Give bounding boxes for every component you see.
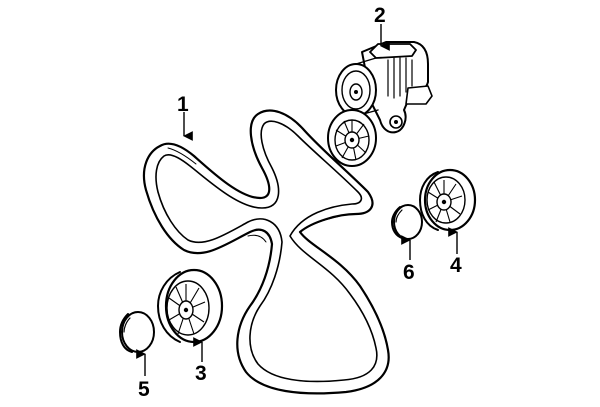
belt-tensioner[interactable] [327,41,433,167]
idler-pulley-lower[interactable] [157,268,224,344]
idler-pulley-right[interactable] [419,168,477,232]
callout-labels: 1 2 3 4 5 6 [138,4,462,401]
dust-cap-lower[interactable] [119,311,155,353]
callout-5-label: 5 [138,378,150,401]
callout-4-label: 4 [450,254,462,277]
callout-leaders [136,24,458,376]
callout-3-label: 3 [195,362,207,385]
serpentine-belt[interactable] [142,109,390,395]
callout-2-label: 2 [374,4,386,27]
callout-6-label: 6 [403,261,415,284]
callout-1-label: 1 [177,93,189,116]
dust-cap-right[interactable] [391,204,423,240]
